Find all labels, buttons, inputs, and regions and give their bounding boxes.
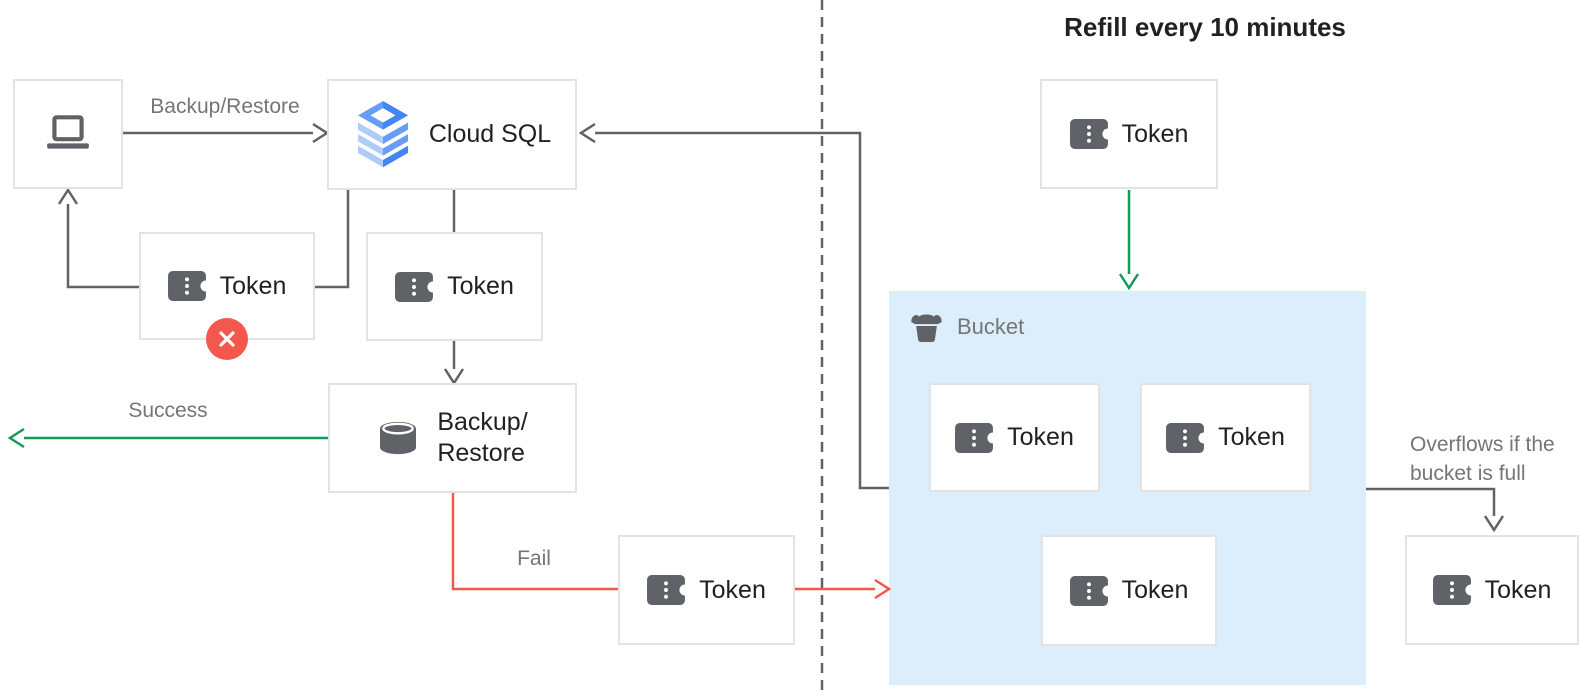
edge-label-success: Success bbox=[128, 399, 208, 422]
bucket-label: Bucket bbox=[909, 311, 1024, 343]
token-icon bbox=[647, 575, 685, 605]
token-label: Token bbox=[699, 575, 766, 604]
token-icon bbox=[1166, 423, 1204, 453]
token-icon bbox=[1070, 576, 1108, 606]
edge-label-backup-restore: Backup/Restore bbox=[150, 95, 300, 118]
bucket-label-text: Bucket bbox=[957, 314, 1025, 339]
token-label: Token bbox=[1007, 423, 1074, 451]
backup-restore-label: Backup/ Restore bbox=[437, 407, 527, 469]
token-label: Token bbox=[1484, 575, 1552, 604]
arrowhead-down-icon bbox=[443, 368, 465, 386]
token-icon bbox=[1070, 119, 1108, 149]
edge-fail bbox=[451, 493, 618, 591]
token-icon bbox=[395, 272, 433, 302]
rejected-x-badge bbox=[206, 318, 248, 360]
arrowhead-up-icon bbox=[57, 187, 79, 205]
node-token-rejected: Token bbox=[139, 232, 315, 360]
node-token-overflow: Token bbox=[1405, 535, 1579, 645]
arrowhead-left-icon bbox=[7, 427, 25, 449]
token-label: Token bbox=[1218, 423, 1285, 451]
arrowhead-right-icon bbox=[874, 578, 892, 600]
backup-restore-line2: Restore bbox=[437, 439, 525, 467]
node-bucket-token-1: Token bbox=[929, 383, 1100, 492]
token-label: Token bbox=[1121, 119, 1189, 148]
cloud-sql-label: Cloud SQL bbox=[428, 120, 552, 148]
node-bucket-token-2: Token bbox=[1140, 383, 1311, 492]
node-client bbox=[13, 79, 123, 189]
token-label: Token bbox=[1121, 576, 1189, 604]
node-token-queued: Token bbox=[366, 232, 543, 341]
database-icon bbox=[377, 420, 419, 456]
arrowhead-down-icon bbox=[1483, 515, 1505, 533]
node-cloud-sql: Cloud SQL bbox=[327, 79, 577, 190]
backup-restore-line1: Backup/ bbox=[437, 408, 528, 436]
token-icon bbox=[168, 271, 206, 301]
bucket-icon bbox=[909, 311, 944, 343]
edge-label-overflow: Overflows if the bucket is full bbox=[1410, 433, 1555, 485]
arrowhead-down-icon bbox=[1118, 273, 1140, 291]
node-backup-restore: Backup/ Restore bbox=[328, 383, 577, 493]
node-token-fail: Token bbox=[618, 535, 795, 645]
token-label: Token bbox=[219, 271, 287, 300]
token-label: Token bbox=[447, 272, 514, 300]
x-icon bbox=[219, 331, 235, 347]
arrowhead-right-icon bbox=[312, 122, 330, 144]
refill-title: Refill every 10 minutes bbox=[1064, 12, 1346, 42]
edge-rejected-token-to-cloudsql bbox=[315, 190, 350, 289]
node-bucket-token-3: Token bbox=[1041, 535, 1217, 646]
laptop-icon bbox=[44, 114, 92, 154]
token-icon bbox=[1433, 575, 1471, 605]
edge-bucket-overflow bbox=[1366, 487, 1496, 516]
arrowhead-left-icon bbox=[578, 122, 596, 144]
node-token-refill: Token bbox=[1040, 79, 1218, 189]
edge-label-fail: Fail bbox=[517, 547, 551, 570]
cloud-sql-icon bbox=[353, 101, 413, 169]
edge-bucket-to-cloudsql bbox=[595, 131, 889, 490]
edge-rejected-token-to-client bbox=[66, 204, 139, 289]
token-icon bbox=[955, 423, 993, 453]
